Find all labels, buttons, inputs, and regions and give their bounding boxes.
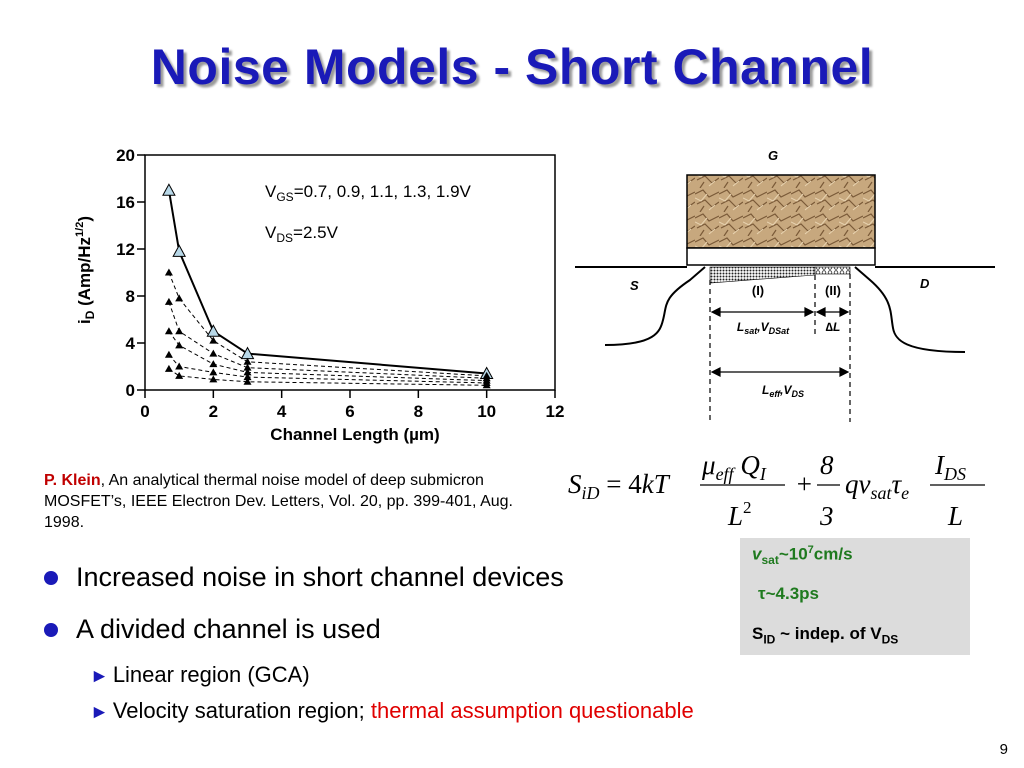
series-6-point xyxy=(482,381,491,389)
saturation-channel-region xyxy=(814,266,851,275)
bullet-text: Increased noise in short channel devices xyxy=(76,562,564,592)
series-1-point xyxy=(206,324,221,337)
x-tick-label: 8 xyxy=(414,402,423,421)
gate-oxide xyxy=(686,247,876,266)
series-6-point xyxy=(243,377,252,385)
y-tick-label: 8 xyxy=(126,287,135,306)
bullet-item: A divided channel is used xyxy=(44,614,744,666)
formula-eight: 8 xyxy=(820,450,834,480)
noise-formula: SiD = 4kT μeff QI L2 + 8 3 qvsatτe IDS L xyxy=(568,450,985,531)
y-tick-label: 4 xyxy=(126,334,136,353)
source-label: S xyxy=(630,278,639,293)
formula-denominator-2: L xyxy=(947,501,963,531)
sid-independence: SID ~ indep. of VDS xyxy=(752,624,899,647)
vds-annotation: VDS=2.5V xyxy=(265,223,339,245)
arrow-bullet-icon: ► xyxy=(90,666,109,687)
formula-denominator-1: L2 xyxy=(727,498,752,531)
parameter-info-box: vsat~107cm/s τ~4.3ps SID ~ indep. of VDS xyxy=(740,538,970,655)
bullet-dot-icon xyxy=(44,623,58,637)
series-3-point xyxy=(209,349,218,357)
series-1-point xyxy=(162,183,176,196)
series-5-point xyxy=(243,373,252,381)
series-5-point xyxy=(164,350,173,358)
arrow-bullet-icon: ► xyxy=(90,702,109,723)
formula-numerator-2: IDS xyxy=(934,450,966,484)
x-tick-label: 10 xyxy=(477,402,496,421)
series-2-point xyxy=(243,357,252,365)
series-6-point xyxy=(209,375,218,383)
reference-author: P. Klein xyxy=(44,472,101,489)
series-6-point xyxy=(175,371,184,379)
linear-channel-region xyxy=(709,266,816,284)
series-6-point xyxy=(164,364,173,372)
formula-plus: + xyxy=(795,469,813,499)
series-3-point xyxy=(175,327,184,335)
y-tick-label: 0 xyxy=(126,381,135,400)
bullet-dot-icon xyxy=(44,571,58,585)
sub-bullet-item: ►Velocity saturation region; thermal ass… xyxy=(44,698,744,738)
x-tick-label: 12 xyxy=(546,402,565,421)
slide-title: Noise Models - Short Channel xyxy=(150,39,874,95)
highlight-text: thermal assumption questionable xyxy=(370,698,694,723)
source-junction xyxy=(604,266,706,346)
page-number: 9 xyxy=(999,741,1008,758)
y-tick-label: 20 xyxy=(116,146,135,165)
series-1-point xyxy=(172,244,187,257)
drain-junction xyxy=(854,266,966,353)
x-axis-label: Channel Length (µm) xyxy=(270,425,439,444)
drain-label: D xyxy=(920,276,930,291)
delta-l-label: ∆L xyxy=(826,320,841,334)
dimension-arrows xyxy=(710,307,850,377)
series-4-point xyxy=(243,368,252,376)
gate-label: G xyxy=(768,148,778,163)
formula-middle: qvsatτe xyxy=(845,469,909,503)
gate-electrode xyxy=(686,174,876,249)
sub-bullet-text: Velocity saturation region; xyxy=(112,698,371,723)
tau-value: τ~4.3ps xyxy=(758,584,819,603)
vgs-annotation: VGS=0.7, 0.9, 1.1, 1.3, 1.9V xyxy=(265,182,472,204)
bullet-item: Increased noise in short channel devices xyxy=(44,562,744,614)
y-tick-label: 12 xyxy=(116,240,135,259)
leff-label: Leff,VDS xyxy=(762,383,804,399)
series-5-point xyxy=(209,368,218,376)
y-axis-label: iD (Amp/Hz1/2) xyxy=(74,216,97,324)
formula-three: 3 xyxy=(819,501,834,531)
reference-text: , An analytical thermal noise model of d… xyxy=(44,472,513,531)
series-2-point xyxy=(164,268,173,276)
sub-bullet-item: ►Linear region (GCA) xyxy=(44,662,744,702)
series-4-point xyxy=(164,327,173,335)
series-3-point xyxy=(243,363,252,371)
series-3-point xyxy=(164,297,173,305)
formula-numerator-1: μeff QI xyxy=(701,450,767,484)
region-two-label: (II) xyxy=(825,283,841,298)
bullet-list: Increased noise in short channel devices… xyxy=(44,562,744,738)
y-tick-label: 16 xyxy=(116,193,135,212)
boundary-dashes xyxy=(709,274,851,422)
series-4-point xyxy=(209,360,218,368)
series-2-point xyxy=(175,294,184,302)
series-2-point xyxy=(209,336,218,344)
region-one-label: (I) xyxy=(752,283,764,298)
x-tick-label: 4 xyxy=(277,402,287,421)
lsat-label: Lsat,VDSat xyxy=(737,320,790,336)
series-4-point xyxy=(175,341,184,349)
sub-bullet-text: Linear region (GCA) xyxy=(112,662,310,687)
mosfet-cross-section-diagram: G S D (I) (II) Lsat,VDSat ∆L Leff,VDS xyxy=(575,148,995,422)
x-tick-label: 0 xyxy=(140,402,149,421)
x-tick-label: 6 xyxy=(345,402,354,421)
x-tick-label: 2 xyxy=(209,402,218,421)
formula-lhs: SiD = 4kT xyxy=(568,469,671,503)
bullet-text: A divided channel is used xyxy=(76,614,381,644)
vsat-value: vsat~107cm/s xyxy=(752,544,853,568)
series-6-line xyxy=(168,368,487,386)
reference-citation: P. Klein, An analytical thermal noise mo… xyxy=(44,470,514,533)
series-5-point xyxy=(175,362,184,370)
